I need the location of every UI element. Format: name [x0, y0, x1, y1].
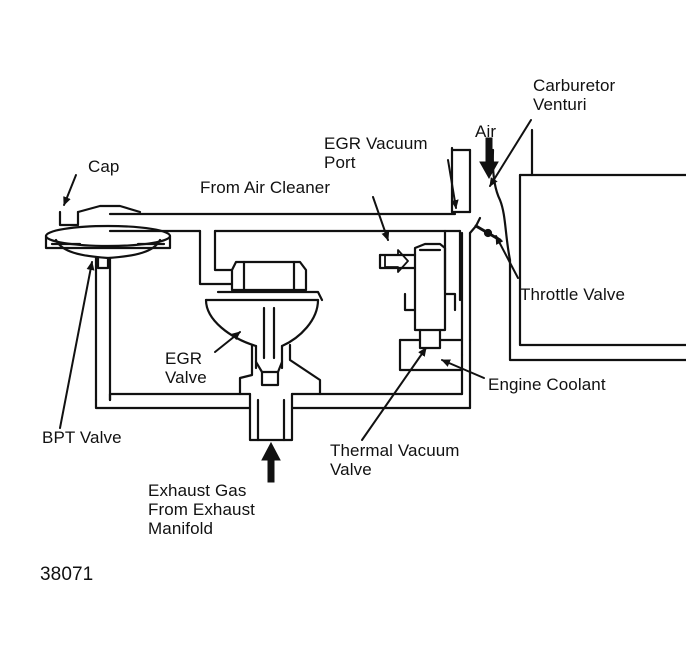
label-air: Air — [475, 122, 497, 141]
label-engine-coolant: Engine Coolant — [488, 375, 606, 394]
label-from-air-cleaner: From Air Cleaner — [200, 178, 331, 197]
label-bpt-valve: BPT Valve — [42, 428, 122, 447]
label-egr-vacuum-port: EGR Vacuum Port — [324, 134, 428, 172]
bpt-leader — [59, 261, 95, 429]
label-cap: Cap — [88, 157, 120, 176]
vacuum-line-top — [108, 212, 462, 233]
air-inlet-arrow — [384, 249, 409, 273]
vacuum-branch-tvv — [378, 229, 462, 302]
thermal-vacuum-valve — [398, 242, 464, 372]
air-flow-arrow — [479, 137, 499, 180]
air-cleaner-leader — [372, 196, 390, 241]
label-exhaust-gas: Exhaust Gas From Exhaust Manifold — [148, 481, 256, 538]
egr-valve — [204, 260, 324, 442]
coolant-leader — [441, 359, 485, 379]
vacuum-branch-egr — [198, 229, 234, 286]
label-carburetor-venturi: Carburetor Venturi — [533, 76, 616, 114]
throttle-shaft — [483, 228, 493, 238]
bpt-valve — [44, 204, 172, 402]
figure-number: 38071 — [40, 564, 94, 585]
throttle-leader — [495, 235, 519, 279]
cap-leader — [63, 174, 77, 206]
tvv-leader — [361, 347, 427, 441]
venturi-leader — [489, 119, 532, 187]
label-throttle-valve: Throttle Valve — [520, 285, 626, 304]
egr-valve-leader — [214, 331, 241, 353]
label-egr-valve: EGR Valve — [165, 349, 207, 387]
exhaust-flow-arrow — [261, 441, 281, 483]
label-thermal-vacuum-valve: Thermal Vacuum Valve — [330, 441, 460, 479]
carburetor-body — [450, 128, 686, 362]
egr-port-leader — [447, 159, 459, 209]
